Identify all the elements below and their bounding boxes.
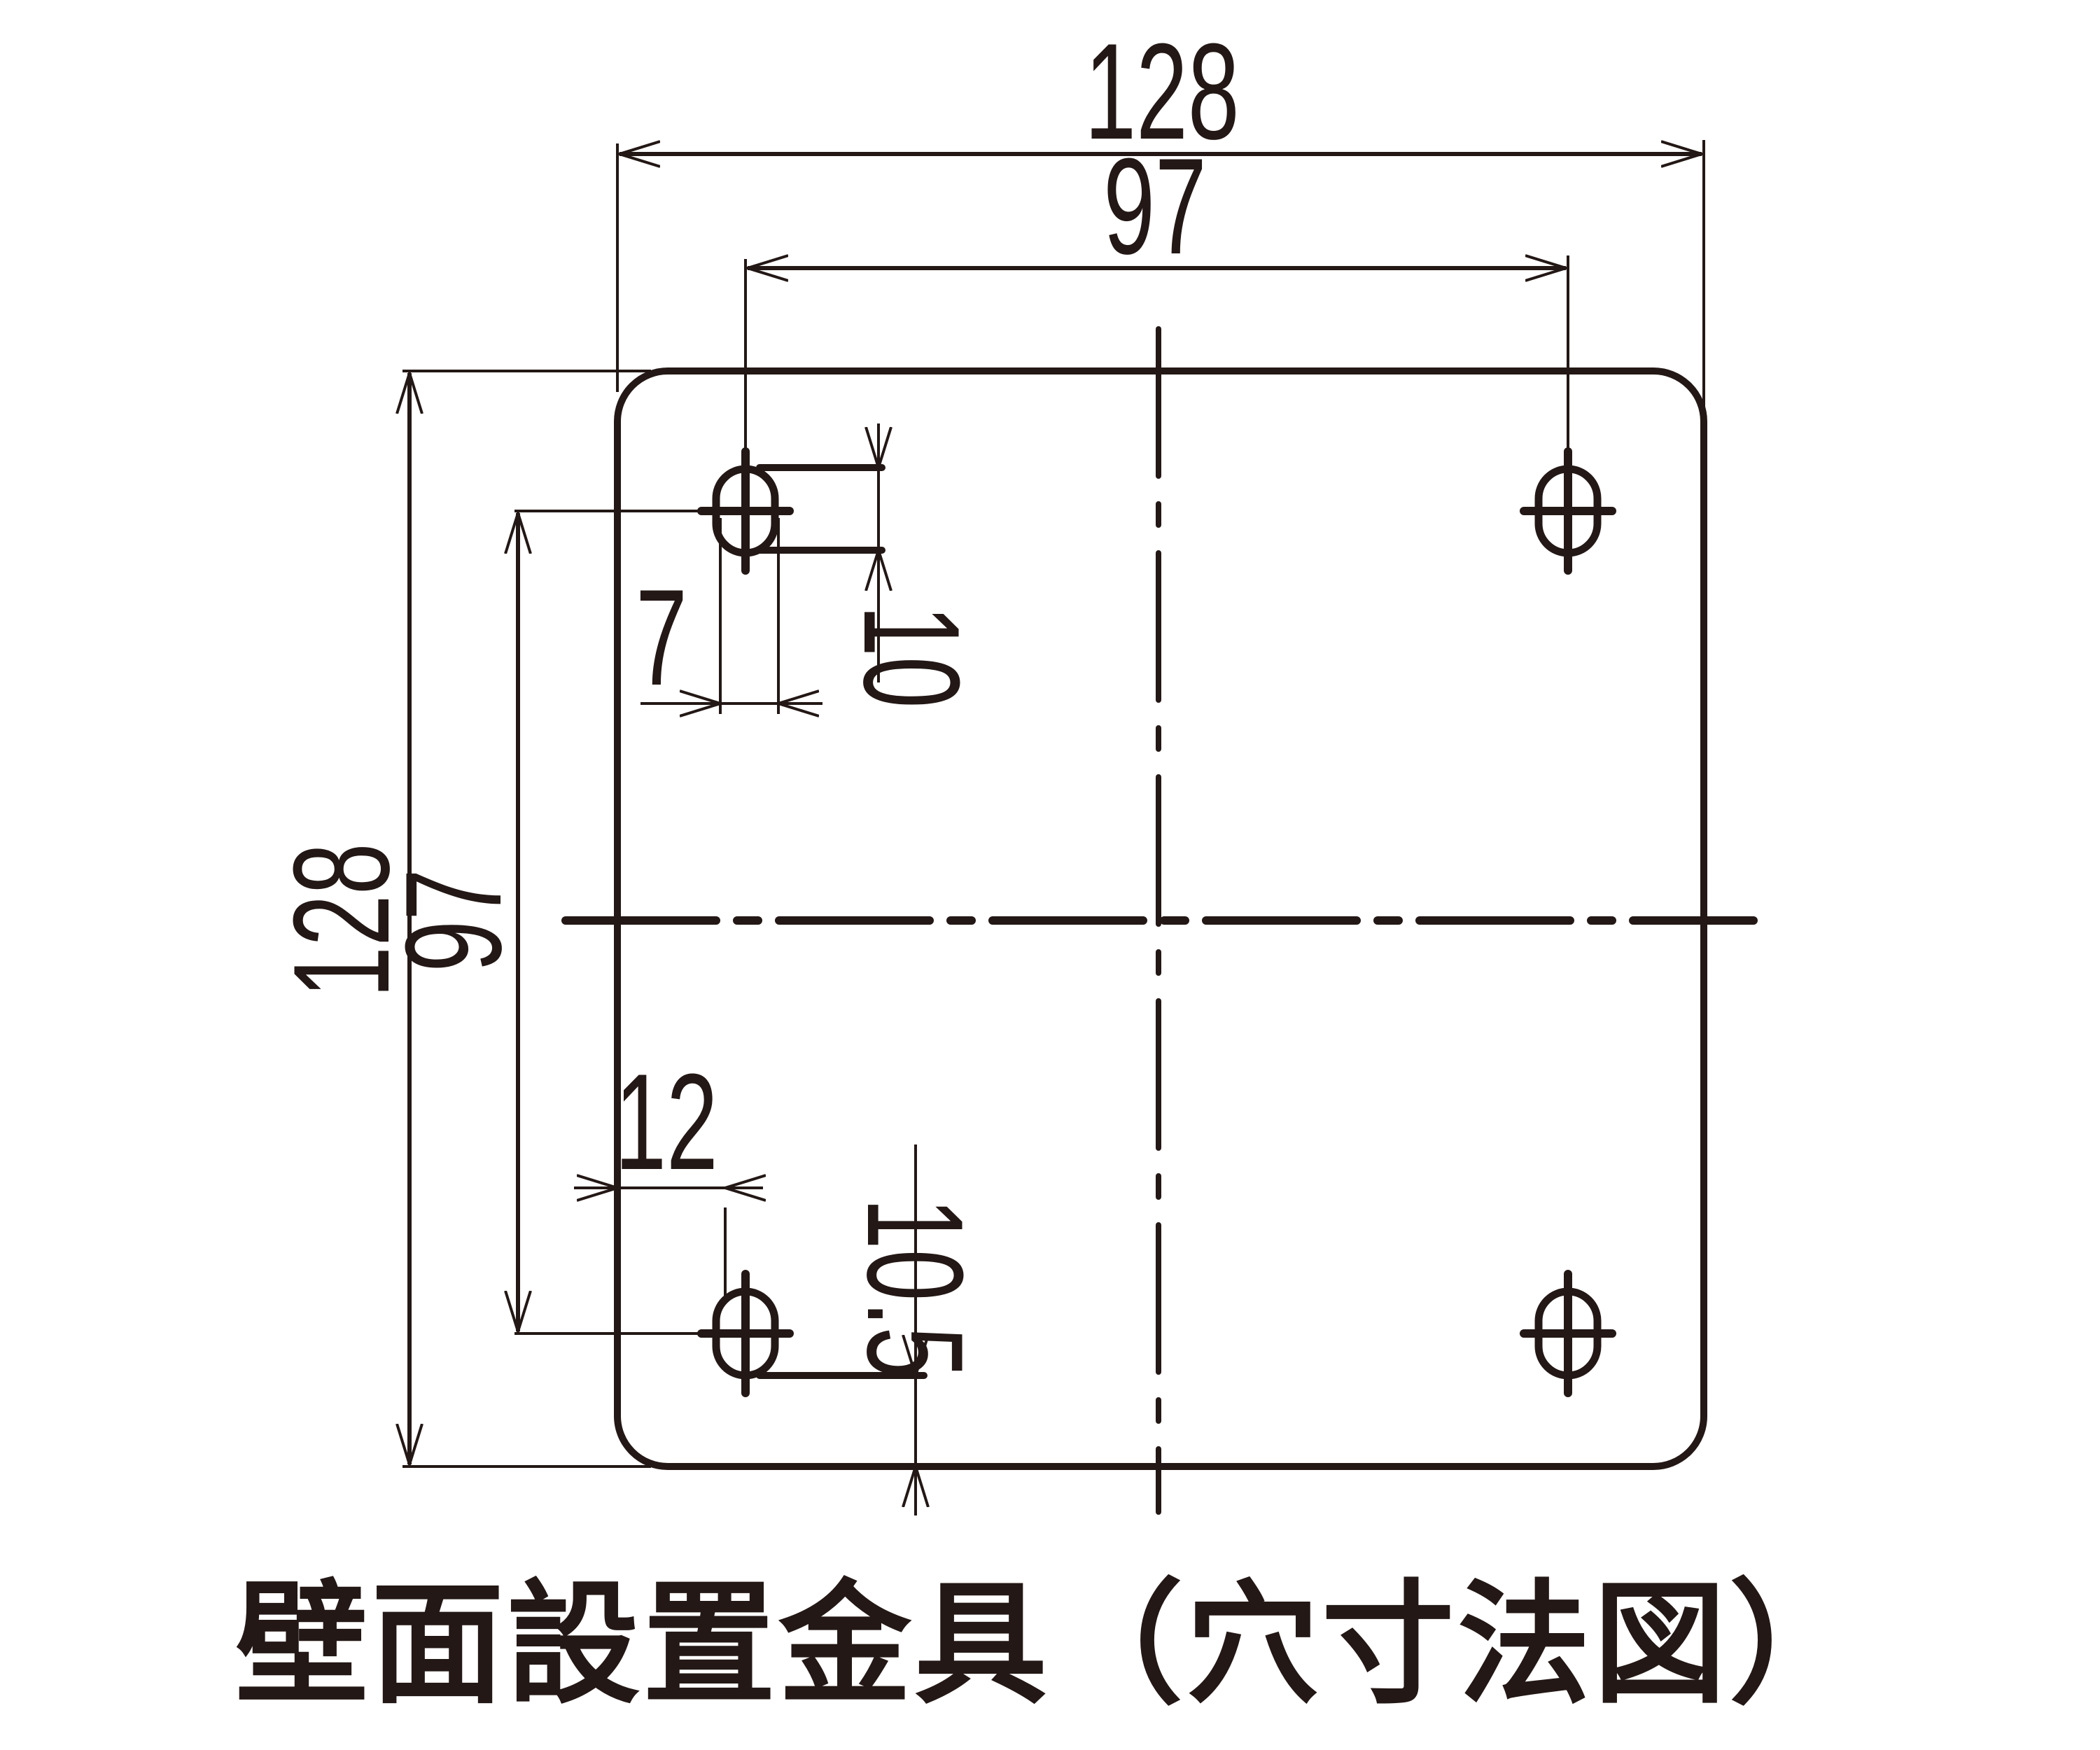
label-pitch-horizontal: 97 bbox=[1103, 130, 1206, 283]
label-bottom-offset: 10.5 bbox=[839, 1198, 991, 1378]
dimension-lines bbox=[410, 154, 1702, 1512]
hole-top-right-icon bbox=[1520, 447, 1616, 575]
holes bbox=[697, 447, 1616, 1397]
centerlines bbox=[561, 326, 1758, 1515]
extension-lines bbox=[402, 140, 1705, 1516]
label-slot-length: 10 bbox=[835, 605, 988, 708]
label-left-offset: 12 bbox=[615, 1046, 718, 1198]
hole-top-left-icon bbox=[697, 447, 794, 575]
drawing-caption: 壁面設置金具（穴寸法図） bbox=[234, 1567, 1865, 1722]
label-slot-width: 7 bbox=[636, 561, 687, 714]
hole-bottom-right-icon bbox=[1520, 1270, 1616, 1397]
slot-reference-lines bbox=[756, 464, 927, 1379]
hole-bottom-left-icon bbox=[697, 1270, 794, 1397]
label-pitch-vertical: 97 bbox=[377, 869, 530, 972]
label-overall-width: 128 bbox=[1084, 15, 1239, 168]
dimension-labels: 128 97 128 97 7 10 12 10.5 bbox=[265, 15, 1239, 1378]
label-overall-height: 128 bbox=[265, 843, 418, 997]
